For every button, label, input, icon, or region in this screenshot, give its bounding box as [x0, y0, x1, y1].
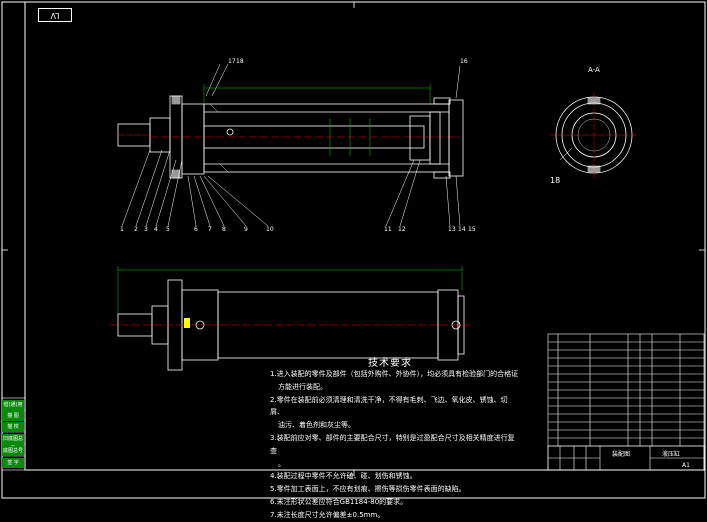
drawing-stamp: LV — [38, 8, 72, 22]
tech-line: 。 — [278, 459, 285, 468]
section-label: A-A — [588, 66, 600, 74]
tech-line: 7.未注长度尺寸允许偏差±0.5mm。 — [270, 510, 385, 519]
side-box: 签 字 — [2, 458, 24, 468]
tech-line: 2.零件在装配前必须清理和清洗干净，不得有毛刺、飞边、氧化皮、锈蚀、切屑、 — [270, 395, 508, 417]
part-number-label: 6 — [194, 226, 198, 233]
part-number-label: 13 — [448, 226, 456, 233]
tech-line: 油污、着色剂和灰尘等。 — [278, 421, 355, 430]
section-view — [117, 63, 464, 227]
part-number-label: 1 — [120, 226, 124, 233]
part-number-label: 5 — [166, 226, 170, 233]
side-box: 底图总号 — [2, 446, 24, 456]
tech-line: 4.装配过程中零件不允许磕、碰、划伤和锈蚀。 — [270, 472, 417, 481]
title-block-label: 装配图 — [612, 451, 631, 458]
callout-label: 17 — [228, 58, 236, 65]
inner-frame — [24, 1, 706, 471]
tech-line: 1.进入装配的零件及部件（包括外购件、外协件），均必须具有检验部门的合格证 — [270, 370, 519, 378]
tech-requirements: 1.进入装配的零件及部件（包括外购件、外协件），均必须具有检验部门的合格证 方能… — [270, 368, 520, 522]
part-number-label: 9 — [244, 226, 248, 233]
end-view — [550, 92, 638, 178]
part-number-label: 10 — [266, 226, 274, 233]
part-number-label: 2 — [134, 226, 138, 233]
side-box: 描 校 — [2, 422, 24, 432]
engineering-drawing — [1, 1, 706, 499]
section-callout: 18 — [550, 176, 561, 185]
callout-label: 18 — [236, 58, 244, 65]
part-number-label: 8 — [222, 226, 226, 233]
part-number-label: 14 — [458, 226, 466, 233]
callout-label: 16 — [460, 58, 468, 65]
parts-list — [547, 333, 705, 471]
side-box: 描 图 — [2, 411, 24, 421]
tech-line: 5.零件加工表面上，不应有划痕、擦伤等损伤零件表面的缺陷。 — [270, 485, 466, 494]
part-number-label: 12 — [398, 226, 406, 233]
front-view — [110, 266, 470, 371]
tech-line: 3.装配前应对零、部件的主要配合尺寸，特别是过盈配合尺寸及相关精度进行复查 — [270, 433, 515, 455]
tech-line: 6.未注形状公差应符合GB1184-80的要求。 — [270, 497, 408, 506]
part-number-label: 15 — [468, 226, 476, 233]
part-number-label: 11 — [384, 226, 392, 233]
tech-line: 方能进行装配。 — [278, 382, 327, 391]
part-number-label: 3 — [144, 226, 148, 233]
tech-requirements-title: 技术要求 — [368, 358, 412, 369]
part-number-label: 7 — [208, 226, 212, 233]
part-number-label: 4 — [154, 226, 158, 233]
title-block-scale: A1 — [682, 462, 690, 469]
title-block-name: 液压缸 — [662, 451, 681, 458]
